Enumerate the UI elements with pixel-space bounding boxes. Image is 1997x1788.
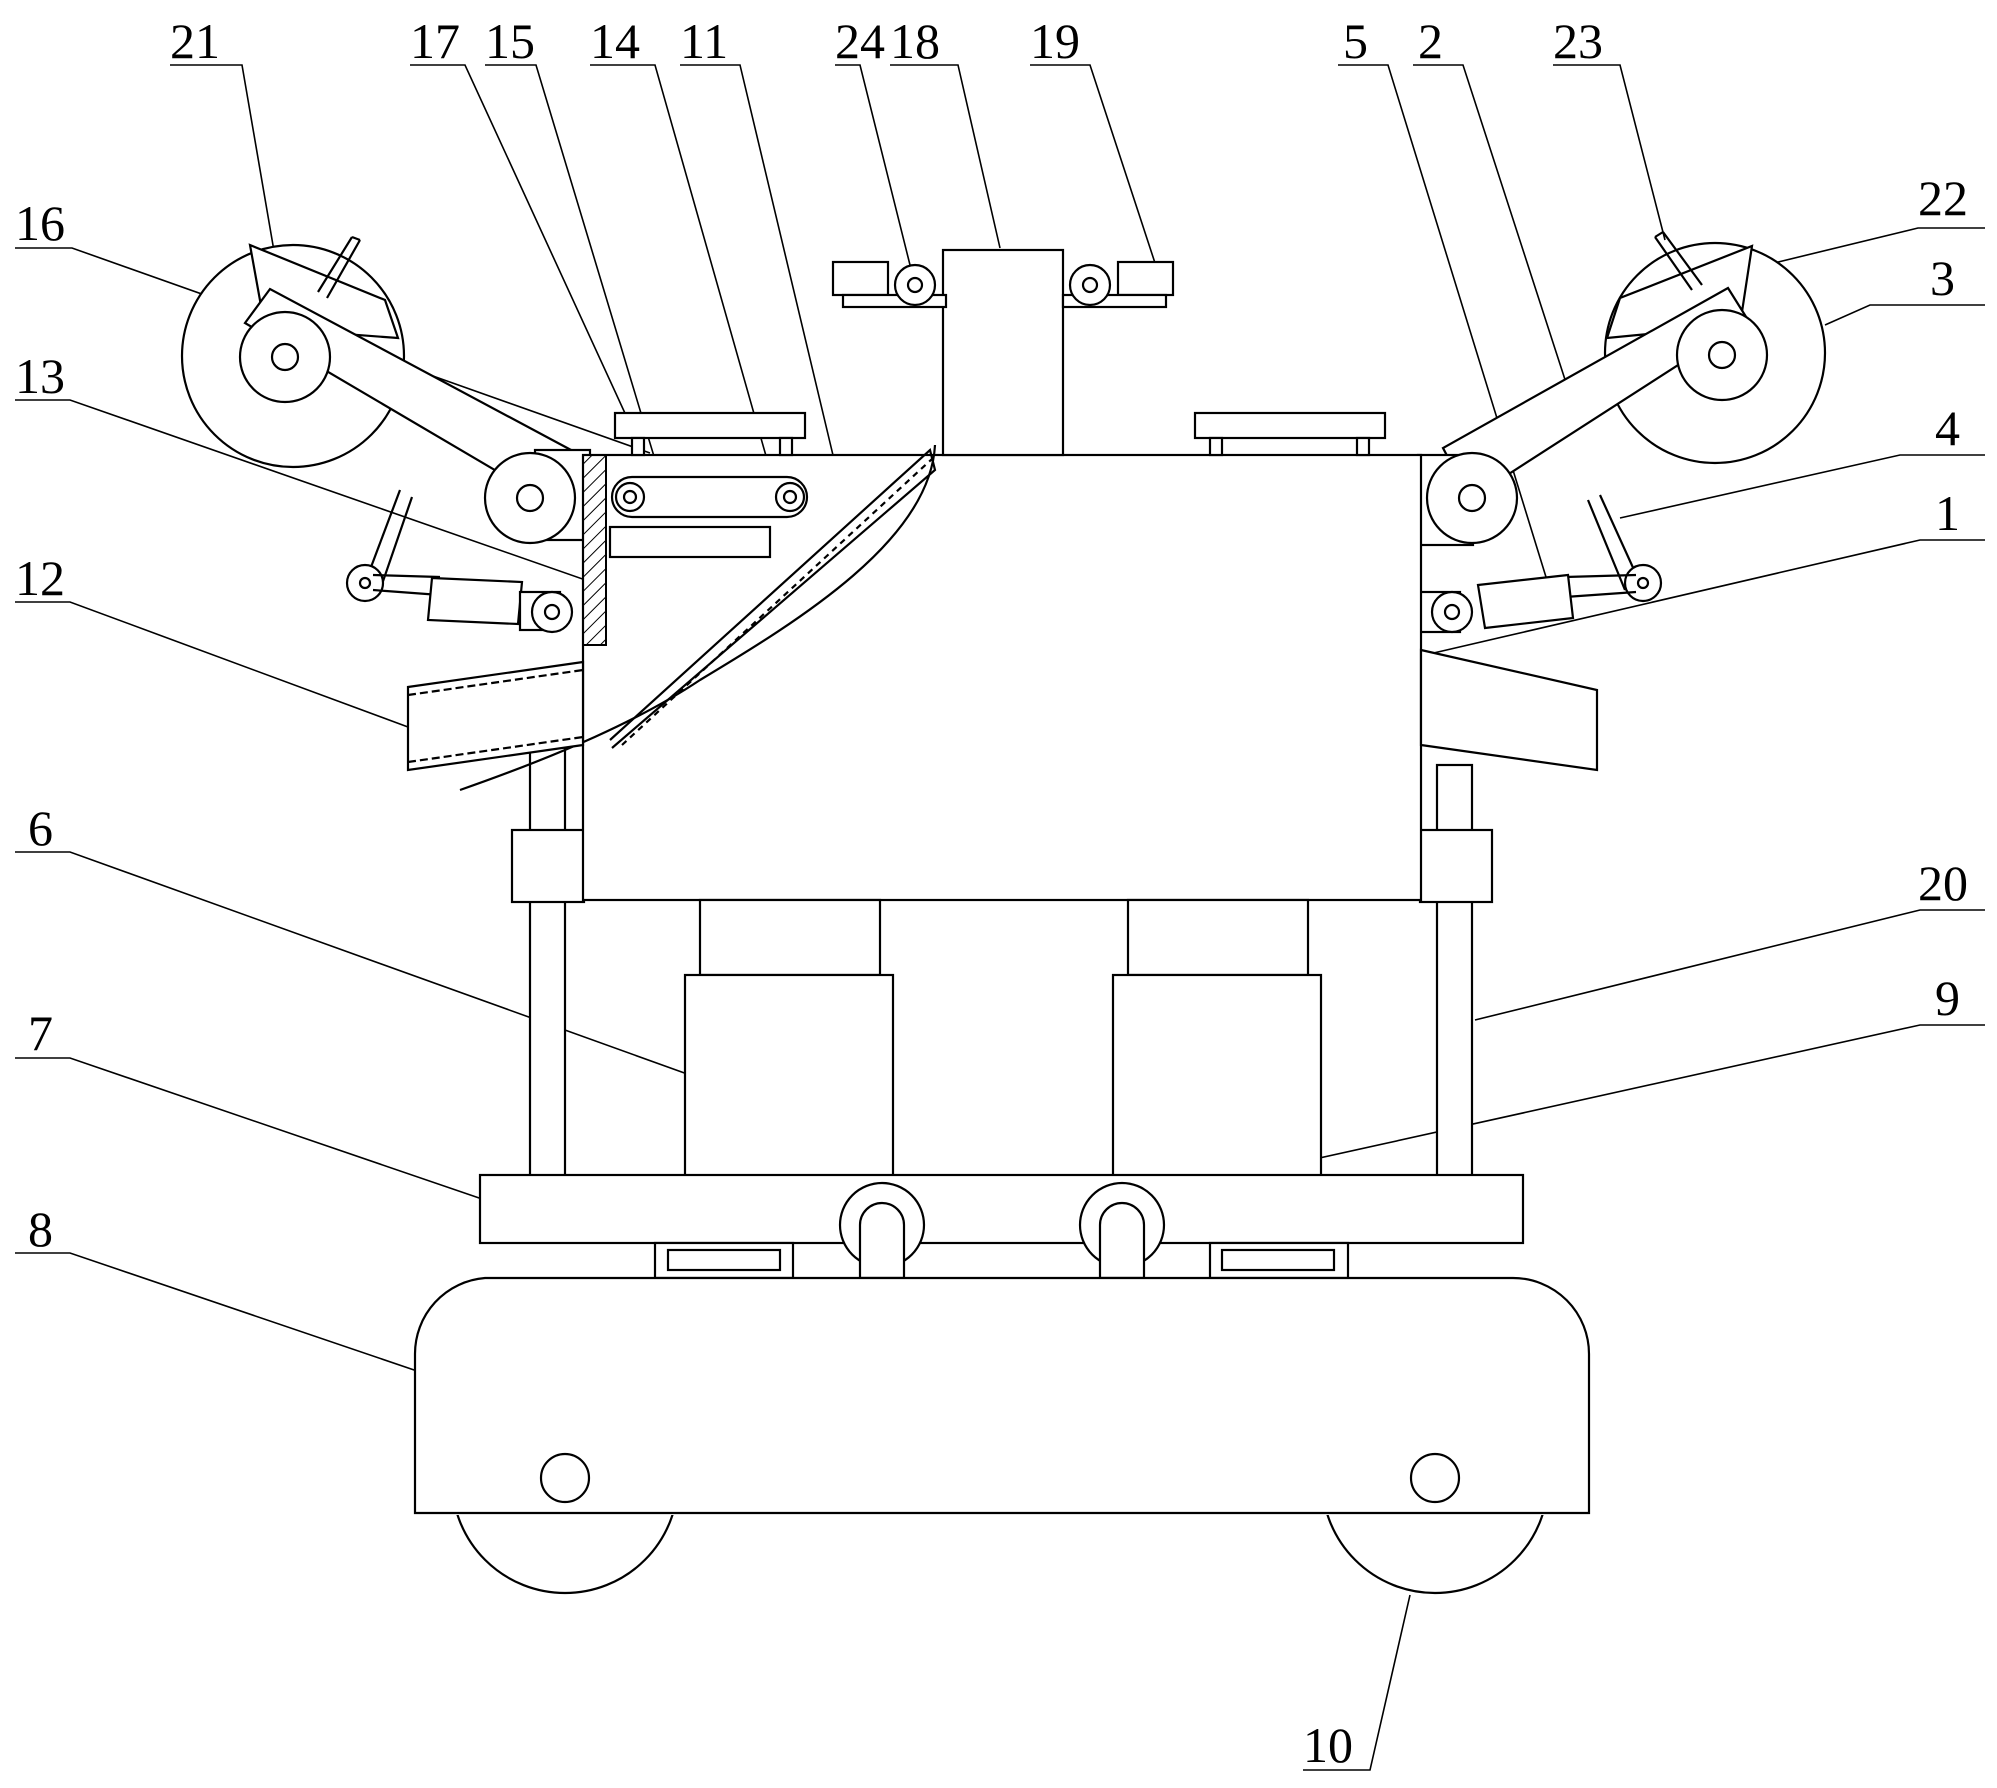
- chassis-body: [413, 1276, 1591, 1515]
- base-plate: [478, 1173, 1525, 1245]
- label-8: 8: [28, 1201, 53, 1257]
- main-housing: [406, 411, 1599, 902]
- label-2: 2: [1418, 13, 1443, 69]
- label-13: 13: [15, 348, 65, 404]
- leader-lines: [15, 64, 1985, 1771]
- label-16: 16: [15, 195, 65, 251]
- rollers: [653, 1181, 1350, 1280]
- label-15: 15: [485, 13, 535, 69]
- label-23: 23: [1553, 13, 1603, 69]
- chassis: [413, 1276, 1591, 1595]
- right-wheel: [1326, 1515, 1544, 1595]
- left-cutter-assembly: [180, 235, 592, 634]
- lift-cylinders: [683, 898, 1323, 1192]
- label-12: 12: [15, 550, 65, 606]
- label-21: 21: [170, 13, 220, 69]
- right-hydraulic-cylinder: [1476, 573, 1575, 630]
- label-20: 20: [1918, 855, 1968, 911]
- label-22: 22: [1918, 170, 1968, 226]
- right-cutter-arm: [1441, 286, 1750, 501]
- left-hydraulic-cylinder: [426, 576, 524, 626]
- label-14: 14: [590, 13, 640, 69]
- label-5: 5: [1343, 13, 1368, 69]
- label-11: 11: [680, 13, 728, 69]
- part-labels: 21 17 15 14 11 24 18 19 5 2 23 16 22 3 1…: [15, 13, 1968, 1773]
- label-4: 4: [1935, 400, 1960, 456]
- label-1: 1: [1935, 485, 1960, 541]
- label-17: 17: [410, 13, 460, 69]
- label-6: 6: [28, 800, 53, 856]
- right-cutter-assembly: [1416, 231, 1827, 634]
- label-7: 7: [28, 1005, 53, 1061]
- housing-box: [581, 453, 1423, 902]
- top-tower: [831, 248, 1175, 457]
- guide-columns: [510, 688, 1494, 1192]
- left-wheel: [456, 1515, 674, 1595]
- label-3: 3: [1930, 250, 1955, 306]
- label-18: 18: [890, 13, 940, 69]
- label-9: 9: [1935, 970, 1960, 1026]
- label-19: 19: [1030, 13, 1080, 69]
- label-10: 10: [1303, 1717, 1353, 1773]
- label-24: 24: [835, 13, 885, 69]
